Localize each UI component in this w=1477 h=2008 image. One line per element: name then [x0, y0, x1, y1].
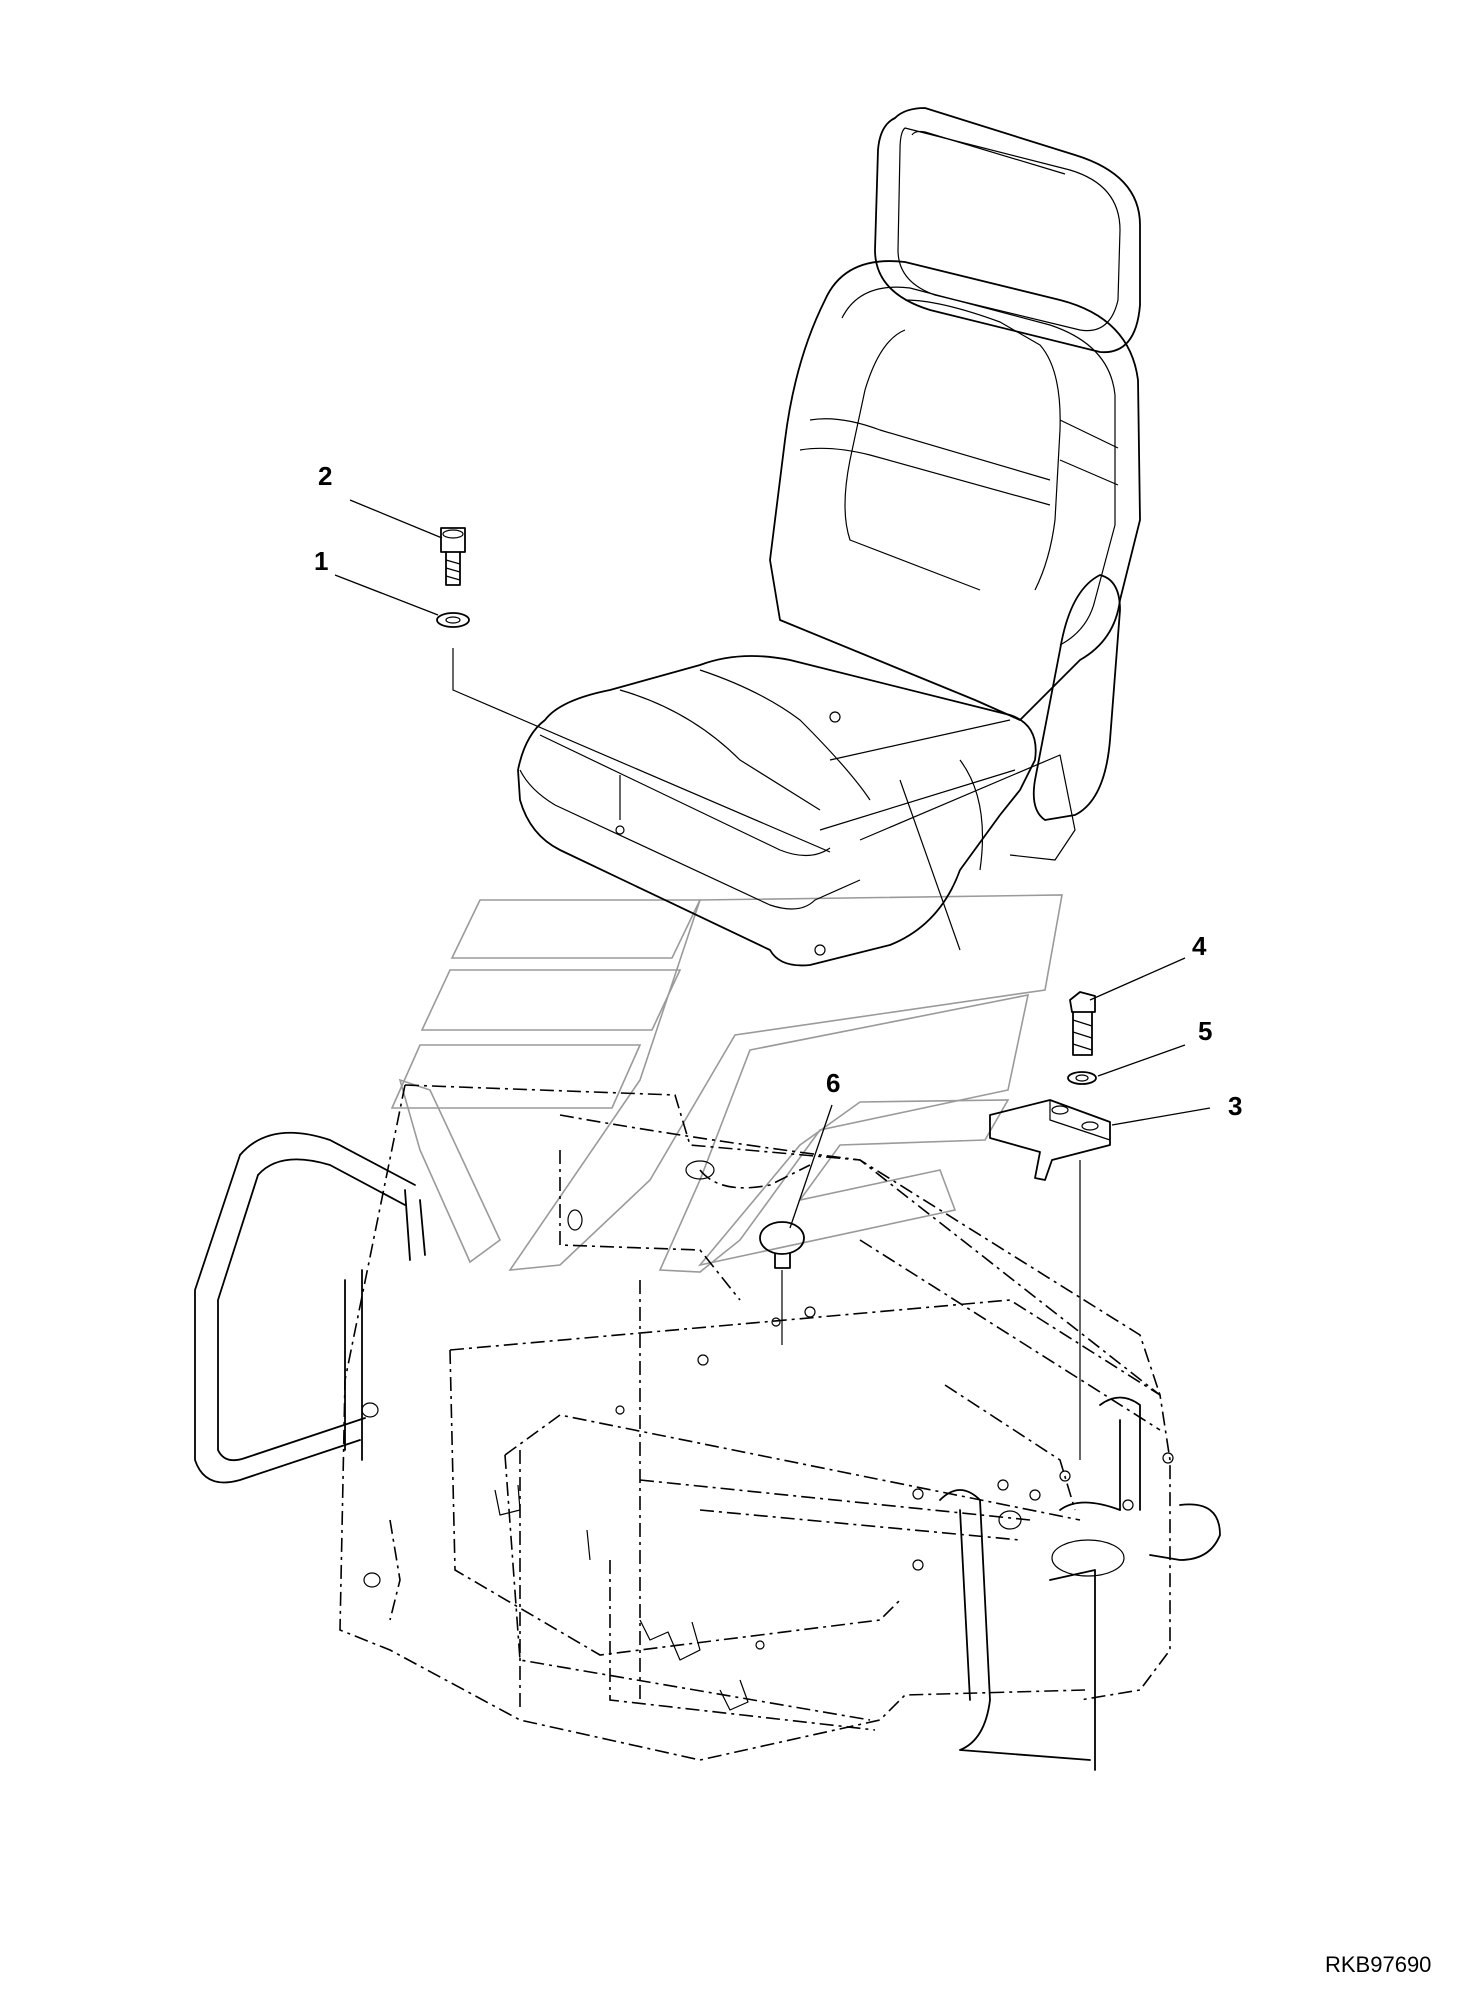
leader-lines: [334, 499, 1211, 1229]
drawing-id: RKB97690: [1325, 1952, 1431, 1977]
operator-seat: [517, 107, 1141, 967]
bolt-washer-bracket-right: [989, 991, 1111, 1460]
plug-part-6: [759, 1221, 805, 1345]
grab-rails: [194, 1131, 1221, 1771]
machine-frame: [339, 1084, 1174, 1761]
callout-6: 6: [826, 1068, 840, 1098]
callout-4: 4: [1192, 931, 1207, 961]
callout-5: 5: [1198, 1016, 1212, 1046]
bolt-washer-left: [436, 527, 831, 853]
callout-1: 1: [314, 546, 328, 576]
watermark-logo: [390, 894, 1063, 1273]
callout-2: 2: [318, 461, 332, 491]
callout-3: 3: [1228, 1091, 1242, 1121]
